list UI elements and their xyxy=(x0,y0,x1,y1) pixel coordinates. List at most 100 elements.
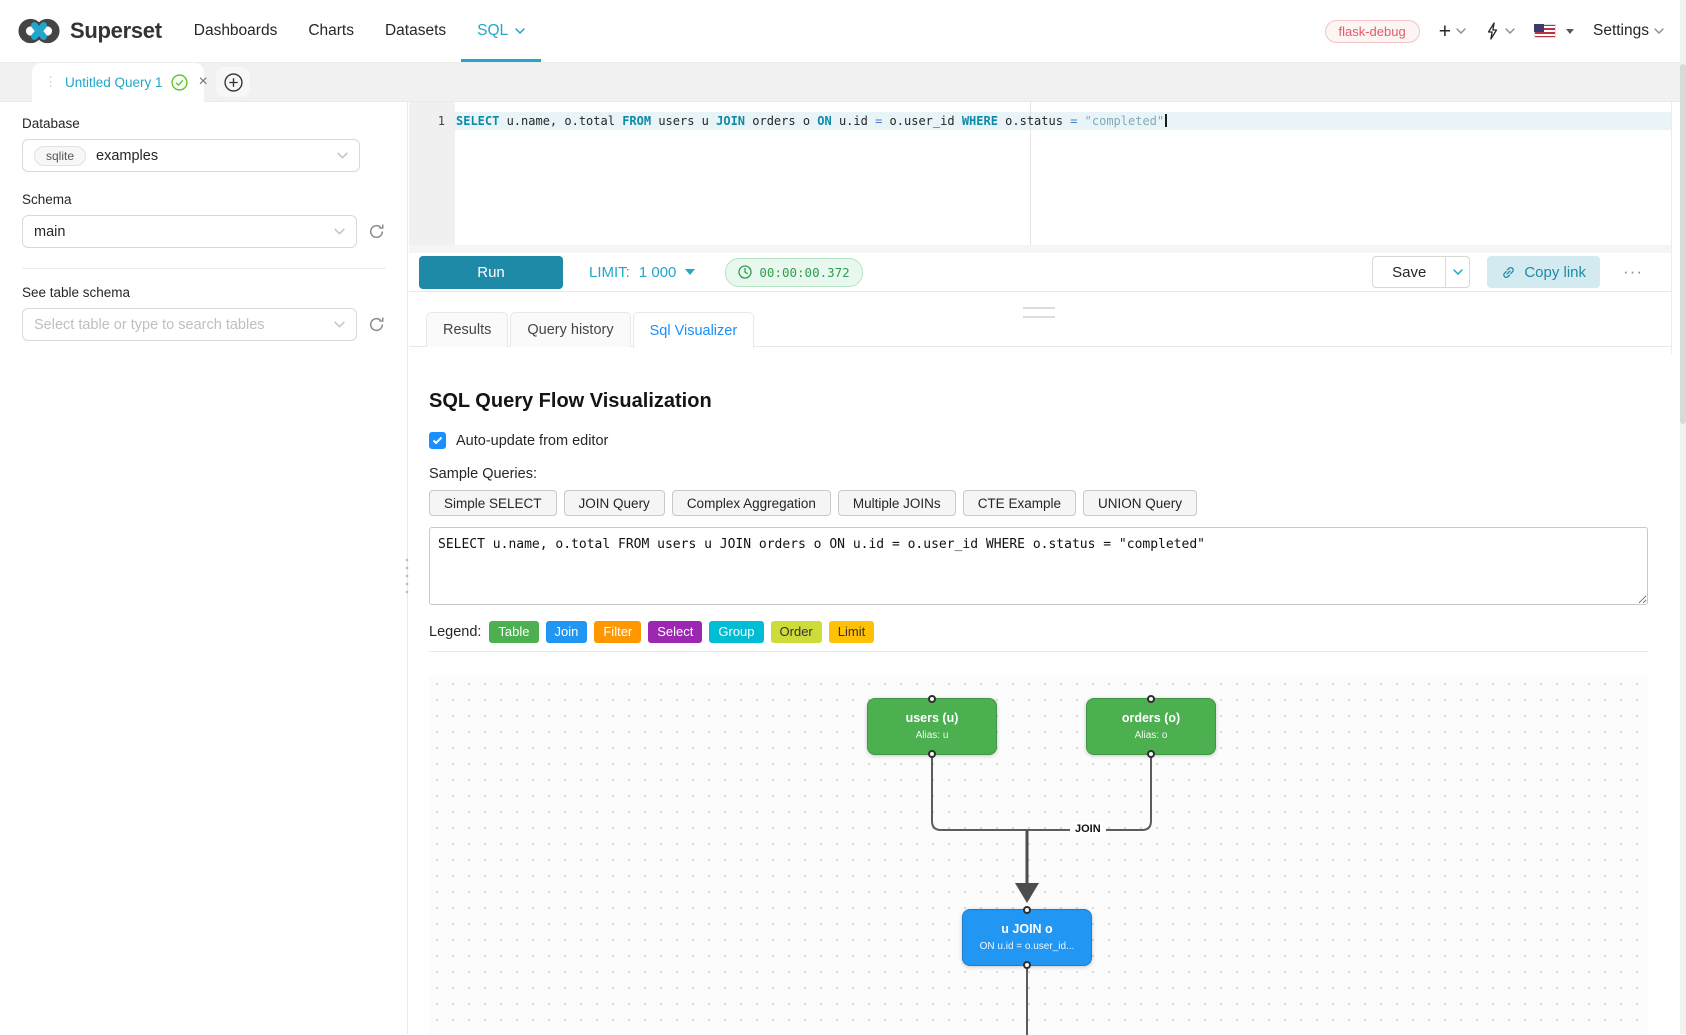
link-icon xyxy=(1501,265,1516,280)
sample-query-button-cte-example[interactable]: CTE Example xyxy=(962,490,1076,516)
nav-item-charts[interactable]: Charts xyxy=(308,22,354,39)
sample-query-button-union-query[interactable]: UNION Query xyxy=(1082,490,1197,516)
superset-logo[interactable]: Superset xyxy=(17,17,162,45)
code-token: ON xyxy=(817,114,832,128)
limit-dropdown[interactable]: LIMIT: 1 000 xyxy=(589,263,696,281)
superset-infinity-icon xyxy=(17,17,61,45)
sql-visualizer-panel: SQL Query Flow Visualization Auto-update… xyxy=(409,347,1671,1035)
settings-menu[interactable]: Settings xyxy=(1593,22,1664,40)
sample-queries-label: Sample Queries: xyxy=(429,466,537,482)
query-search-button[interactable] xyxy=(1485,22,1515,40)
more-actions-button[interactable]: ··· xyxy=(1617,261,1649,283)
code-token xyxy=(1077,114,1084,128)
database-label: Database xyxy=(22,116,80,131)
sample-query-button-join-query[interactable]: JOIN Query xyxy=(563,490,665,516)
tab-query-history[interactable]: Query history xyxy=(510,312,631,347)
check-circle-icon xyxy=(170,73,188,91)
sqllab-main-panel: 1 SELECT u.name, o.total FROM users u JO… xyxy=(409,102,1686,1035)
new-item-button[interactable]: + xyxy=(1439,21,1466,42)
tab-sql-visualizer[interactable]: Sql Visualizer xyxy=(632,312,755,348)
south-pane-resize-handle[interactable] xyxy=(1023,307,1055,318)
connection-handle[interactable] xyxy=(1023,905,1031,914)
connection-handle[interactable] xyxy=(1147,694,1155,703)
code-token: u.id xyxy=(831,114,876,128)
chevron-down-icon xyxy=(334,321,345,328)
sample-query-button-simple-select[interactable]: Simple SELECT xyxy=(429,490,557,516)
refresh-tables-icon[interactable] xyxy=(368,316,385,333)
save-options-button[interactable] xyxy=(1446,256,1471,288)
code-token: WHERE xyxy=(961,114,998,128)
page-scrollbar-thumb[interactable] xyxy=(1680,64,1686,424)
sidebar-divider xyxy=(22,268,386,269)
editor-gutter: 1 xyxy=(409,102,455,245)
query-tab-untitled-query-1[interactable]: ⋮ Untitled Query 1 × xyxy=(32,62,208,102)
legend-chip-order: Order xyxy=(770,621,822,643)
nav-item-sql[interactable]: SQL xyxy=(461,0,542,62)
code-token: o.status xyxy=(997,114,1071,128)
panel-right-border xyxy=(1671,102,1672,354)
connection-handle[interactable] xyxy=(1023,960,1031,969)
code-token: JOIN xyxy=(716,114,746,128)
copy-link-button[interactable]: Copy link xyxy=(1487,256,1601,288)
schema-select[interactable]: main xyxy=(22,215,357,248)
table-select[interactable]: Select table or type to search tables xyxy=(22,308,357,341)
code-token: = xyxy=(1070,114,1078,128)
save-button[interactable]: Save xyxy=(1372,256,1447,288)
edge-label-join: JOIN xyxy=(1070,821,1106,836)
connection-handle[interactable] xyxy=(1147,749,1155,758)
clock-icon xyxy=(738,265,753,279)
node-title: orders (o) xyxy=(1121,711,1181,726)
database-select[interactable]: sqlite examples xyxy=(22,139,360,172)
page-title: SQL Query Flow Visualization xyxy=(429,390,712,412)
tab-results[interactable]: Results xyxy=(426,312,509,347)
sample-query-button-multiple-joins[interactable]: Multiple JOINs xyxy=(837,490,956,516)
code-token: o.user_id xyxy=(882,114,962,128)
sidebar-resize-handle[interactable] xyxy=(405,556,409,594)
auto-update-checkbox[interactable] xyxy=(429,432,446,449)
result-tabs-border xyxy=(409,346,1671,347)
table-select-placeholder: Select table or type to search tables xyxy=(34,316,265,333)
editor-active-line-highlight xyxy=(455,112,1671,130)
editor-hscroll-track[interactable] xyxy=(409,245,1671,253)
nav-item-datasets[interactable]: Datasets xyxy=(384,22,447,39)
copy-link-label: Copy link xyxy=(1524,263,1587,281)
settings-label: Settings xyxy=(1592,22,1649,39)
code-token: orders o xyxy=(745,114,818,128)
editor-toolbar: Run LIMIT: 1 000 00:00:00.372 Save xyxy=(409,253,1671,292)
refresh-schemas-icon[interactable] xyxy=(368,223,385,240)
sample-query-button-complex-aggregation[interactable]: Complex Aggregation xyxy=(671,490,831,516)
main-nav: Dashboards Charts Datasets SQL xyxy=(194,0,556,62)
caret-down-icon xyxy=(685,269,696,275)
sql-editor[interactable]: 1 SELECT u.name, o.total FROM users u JO… xyxy=(409,102,1671,245)
drag-handle-icon[interactable]: ⋮ xyxy=(44,74,57,89)
new-query-tab-button[interactable] xyxy=(216,67,250,97)
nav-item-dashboards[interactable]: Dashboards xyxy=(193,22,278,39)
legend-chip-limit: Limit xyxy=(828,621,875,643)
run-button[interactable]: Run xyxy=(419,255,563,289)
flow-node-orders[interactable]: orders (o)Alias: o xyxy=(1086,694,1216,758)
header-right: flask-debug + Settings xyxy=(1324,19,1665,43)
code-token: users u xyxy=(651,114,717,128)
schema-select-value: main xyxy=(34,223,66,240)
chevron-down-icon xyxy=(1456,28,1466,34)
app-header: Superset Dashboards Charts Datasets SQL fla… xyxy=(0,0,1686,63)
plus-circle-icon xyxy=(223,72,243,92)
table-schema-label: See table schema xyxy=(22,285,131,300)
flow-canvas[interactable]: JOIN users (u)Alias: u orders (o)Alias: o… xyxy=(429,675,1648,1035)
connection-handle[interactable] xyxy=(928,694,936,703)
flow-node-users[interactable]: users (u)Alias: u xyxy=(867,694,997,758)
close-icon[interactable]: × xyxy=(198,73,208,90)
node-subtitle: ON u.id = o.user_id... xyxy=(979,941,1075,953)
visualizer-query-input[interactable]: SELECT u.name, o.total FROM users u JOIN… xyxy=(429,527,1648,605)
plus-icon: + xyxy=(1438,19,1451,43)
connection-handle[interactable] xyxy=(928,749,936,758)
node-title: users (u) xyxy=(905,711,959,726)
language-picker[interactable] xyxy=(1533,24,1574,38)
legend-chip-filter: Filter xyxy=(594,621,642,643)
limit-value: 1 000 xyxy=(638,263,677,281)
